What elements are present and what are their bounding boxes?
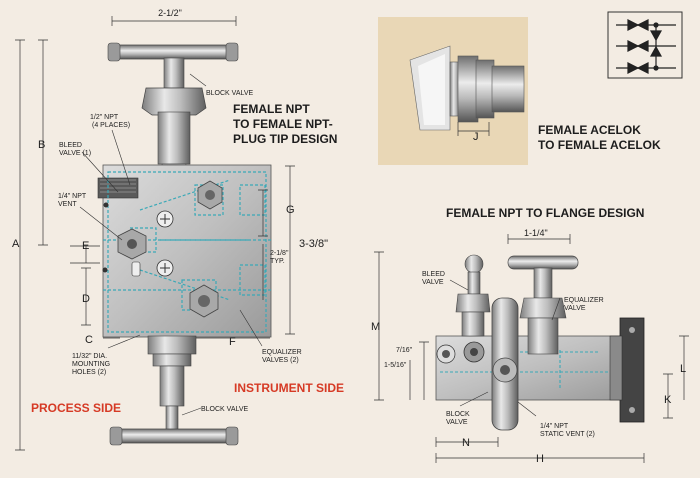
title-acelok-line2: TO FEMALE ACELOK: [538, 138, 661, 152]
label-instrument-side: INSTRUMENT SIDE: [234, 381, 344, 395]
acelok-fitting: [409, 45, 525, 131]
dim-N: N: [462, 437, 470, 449]
label-typ-a: 2-1/8": [270, 250, 289, 257]
label-mount-a: 11/32" DIA.: [72, 353, 107, 360]
dim-B: B: [38, 139, 45, 151]
dim-one-five-sixteenths: 1-5/16": [384, 362, 407, 369]
label-block-valve-side-b: VALVE: [446, 419, 468, 426]
label-equalizer-b: VALVES (2): [262, 357, 299, 364]
dim-seven-sixteenths: 7/16": [396, 347, 413, 354]
label-equalizer-valve-a: EQUALIZER: [564, 297, 604, 304]
label-equalizer-valve-b: VALVE: [564, 305, 586, 312]
dim-M: M: [371, 321, 380, 333]
dim-C: C: [85, 334, 93, 346]
dim-E: E: [82, 240, 89, 252]
dim-F: F: [229, 336, 236, 348]
dim-K: K: [664, 394, 672, 406]
label-npt-half: 1/2" NPT: [90, 114, 119, 121]
dim-A: A: [12, 238, 20, 250]
bottom-valve-handle: [111, 428, 237, 444]
label-bleed-valve-2a: BLEED: [422, 271, 445, 278]
label-block-valve-side-a: BLOCK: [446, 411, 470, 418]
top-valve-handle: [109, 44, 237, 60]
label-mount-c: HOLES (2): [72, 369, 106, 376]
front-view-manifold: [97, 42, 272, 446]
dim-D: D: [82, 293, 90, 305]
dim-top-width: 2-1/2": [158, 8, 182, 18]
title-acelok-line1: FEMALE ACELOK: [538, 123, 641, 137]
label-bleed-valve-1a: BLEED: [59, 142, 82, 149]
title-flange-design: FEMALE NPT TO FLANGE DESIGN: [446, 206, 644, 220]
label-equalizer-a: EQUALIZER: [262, 349, 302, 356]
label-npt-vent-b: VENT: [58, 201, 77, 208]
dim-L: L: [680, 363, 686, 375]
flange-dimension-lines: [374, 234, 689, 463]
dim-side-width: 1-1/4": [524, 228, 548, 238]
label-mount-b: MOUNTING: [72, 361, 110, 368]
label-block-valve-bottom: BLOCK VALVE: [201, 406, 249, 413]
label-static-vent-b: STATIC VENT (2): [540, 431, 595, 438]
front-view-dimension-lines: [15, 16, 295, 451]
label-bleed-valve-2b: VALVE: [422, 279, 444, 286]
title-female-npt-line1: FEMALE NPT: [233, 102, 310, 116]
label-bleed-valve-1b: VALVE (1): [59, 150, 91, 157]
dim-G: G: [286, 204, 295, 216]
dim-overall-height: 3-3/8": [299, 238, 328, 250]
front-view-leader-lines: [79, 73, 263, 416]
diagram-labels: 2-1/2" BLOCK VALVE 1/2" NPT (4 PLACES) B…: [12, 8, 686, 465]
blueprint-overlay: [103, 171, 271, 333]
dim-J: J: [473, 131, 479, 143]
label-block-valve-top: BLOCK VALVE: [206, 90, 254, 97]
label-npt-vent-a: 1/4" NPT: [58, 193, 87, 200]
label-static-vent-a: 1/4" NPT: [540, 423, 569, 430]
label-typ-b: TYP.: [270, 258, 285, 265]
label-npt-places: (4 PLACES): [92, 122, 130, 129]
label-process-side: PROCESS SIDE: [31, 401, 121, 415]
valve-symbol-icon: [607, 11, 683, 79]
flange-leader-lines: [449, 279, 561, 417]
flange-side-view: [435, 254, 645, 431]
title-female-npt-line2: TO FEMALE NPT-: [233, 117, 333, 131]
dim-H: H: [536, 453, 544, 465]
flange-plate: [619, 317, 645, 423]
title-female-npt-line3: PLUG TIP DESIGN: [233, 132, 337, 146]
